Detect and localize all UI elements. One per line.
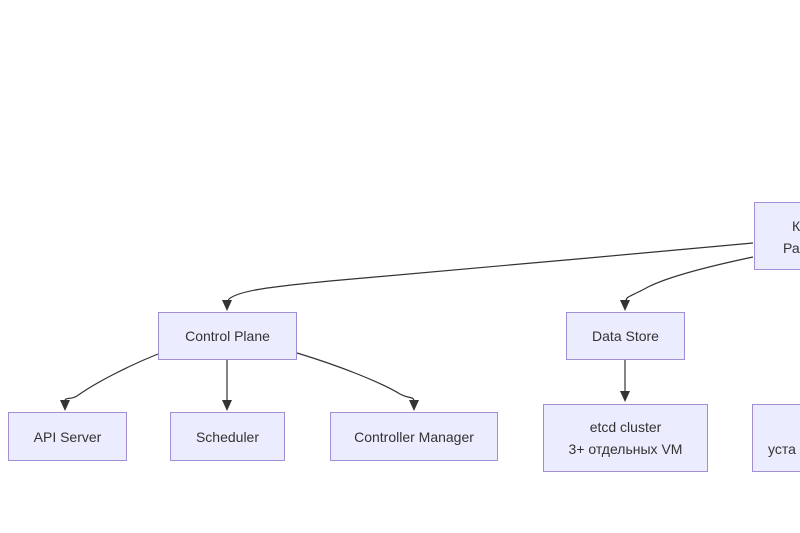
node-bottom-right-partial-cutoff: уста	[752, 404, 800, 472]
node-data-store: Data Store	[566, 312, 685, 360]
node-control-plane-label: Control Plane	[185, 328, 270, 344]
node-etcd-cluster: etcd cluster 3+ отдельных VM	[543, 404, 708, 472]
node-top-right-label-line1: К	[792, 218, 800, 234]
edge-control-plane-to-controller-manager	[296, 352, 419, 411]
node-top-right-label-line2: Раз	[783, 240, 800, 256]
node-top-right-partial-cutoff: К Раз	[754, 202, 800, 270]
edge-topright-to-control-plane	[222, 242, 754, 311]
node-bottom-right-label-line1: уста	[768, 441, 796, 457]
node-controller-manager-label: Controller Manager	[354, 428, 474, 445]
edge-control-plane-to-api-server	[60, 353, 159, 411]
edge-topright-to-data-store	[620, 256, 754, 311]
node-api-server: API Server	[8, 412, 127, 461]
node-scheduler: Scheduler	[170, 412, 285, 461]
edge-data-store-to-etcd	[620, 360, 630, 402]
node-control-plane: Control Plane	[158, 312, 297, 360]
node-controller-manager: Controller Manager	[330, 412, 498, 461]
node-data-store-label: Data Store	[592, 328, 659, 344]
node-api-server-label: API Server	[33, 428, 102, 445]
edge-control-plane-to-scheduler	[222, 360, 232, 411]
node-etcd-cluster-label-line1: etcd cluster	[589, 419, 662, 435]
node-scheduler-label: Scheduler	[195, 428, 260, 445]
node-etcd-cluster-label-line2: 3+ отдельных VM	[568, 441, 683, 457]
